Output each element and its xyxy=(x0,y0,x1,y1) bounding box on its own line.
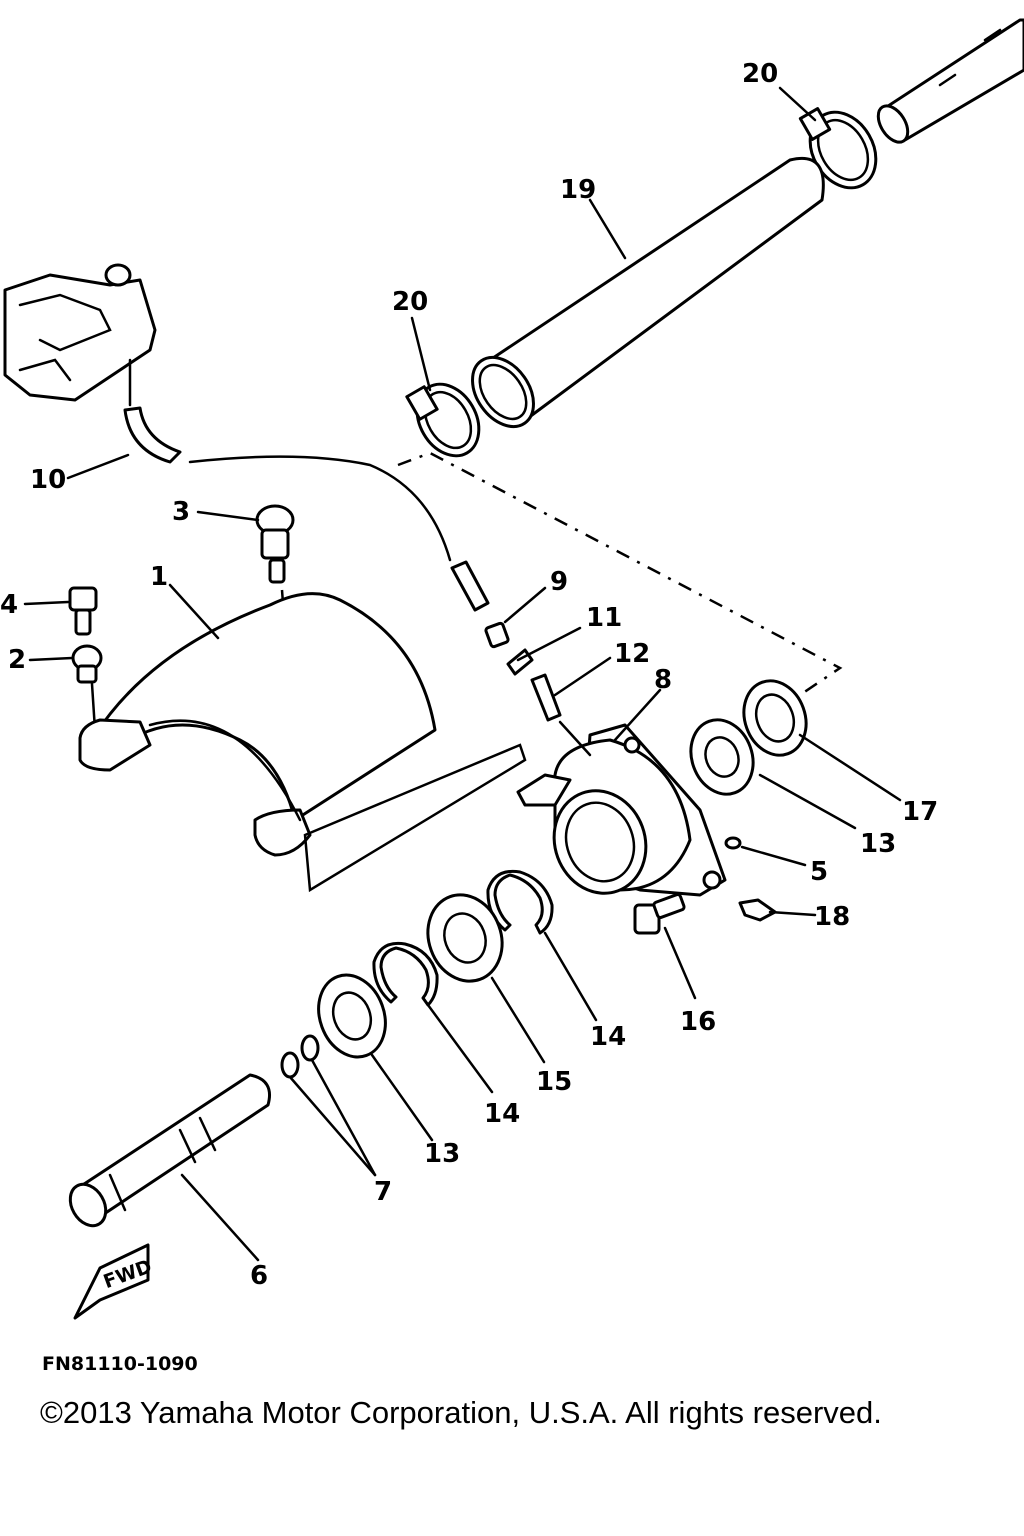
callout-11: 11 xyxy=(586,603,622,633)
forward-arrow-icon: FWD xyxy=(73,1243,155,1320)
callout-1: 1 xyxy=(150,562,168,592)
bearing-13-lower xyxy=(317,973,387,1059)
callout-20-top: 20 xyxy=(742,59,778,89)
callout-20-mid: 20 xyxy=(392,287,428,317)
callout-13-lower: 13 xyxy=(424,1139,460,1169)
grease-nipple xyxy=(255,504,295,584)
callout-12: 12 xyxy=(614,639,650,669)
hose-clamp-lower xyxy=(405,382,481,458)
bearing-13-upper xyxy=(689,718,755,796)
small-fittings xyxy=(484,621,562,722)
callout-10: 10 xyxy=(30,465,66,495)
bolts-left xyxy=(68,586,103,732)
cover xyxy=(78,592,437,857)
plane-outline xyxy=(303,743,527,893)
leader-lines xyxy=(23,86,902,1262)
drive-shaft-lower xyxy=(68,1073,271,1228)
callout-8: 8 xyxy=(654,665,672,695)
bearing-16 xyxy=(742,679,808,757)
callout-17: 16 xyxy=(680,1007,716,1037)
circlip-14-upper xyxy=(486,869,554,935)
bearing-15 xyxy=(426,893,504,983)
callout-19: 19 xyxy=(560,175,596,205)
hose-tube xyxy=(471,157,825,429)
callout-7: 7 xyxy=(374,1177,392,1207)
callout-6: 6 xyxy=(250,1261,268,1291)
small-parts-right xyxy=(633,836,777,935)
callout-13-upper: 13 xyxy=(860,829,896,859)
drawing-code: FN81110-1090 xyxy=(42,1353,198,1375)
grease-hose xyxy=(123,406,490,612)
engine-mount-fragment xyxy=(3,263,157,407)
copyright-notice: ©2013 Yamaha Motor Corporation, U.S.A. A… xyxy=(40,1395,882,1430)
callout-14-upper: 14 xyxy=(590,1022,626,1052)
callout-2: 2 xyxy=(8,645,26,675)
callout-16: 17 xyxy=(902,797,938,827)
callout-18: 18 xyxy=(814,902,850,932)
callout-14-lower: 14 xyxy=(484,1099,520,1129)
drive-shaft-upper xyxy=(876,18,1024,144)
callout-9: 9 xyxy=(550,567,568,597)
bearing-housing xyxy=(516,723,727,897)
circlip-14-lower xyxy=(372,941,439,1007)
callout-3: 3 xyxy=(172,497,190,527)
o-rings xyxy=(280,1034,320,1079)
callout-15: 15 xyxy=(536,1067,572,1097)
callout-labels: 20 19 20 10 3 1 4 2 9 11 12 8 17 13 5 18… xyxy=(0,59,938,1291)
callout-5: 5 xyxy=(810,857,828,887)
callout-4: 4 xyxy=(0,590,18,620)
exploded-view-drawing: FWD 20 19 20 10 3 1 4 2 xyxy=(0,18,1024,1375)
